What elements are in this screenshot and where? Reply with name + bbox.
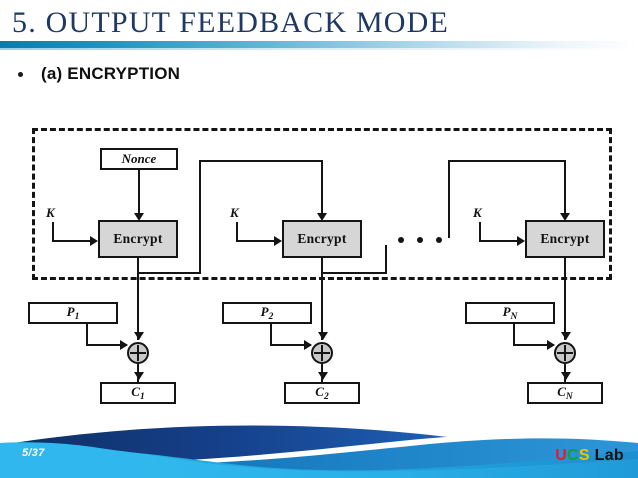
encrypt-block-n: Encrypt: [525, 220, 605, 258]
encrypt2-output-down-line: [321, 258, 323, 340]
key2-arrow: [274, 236, 282, 246]
keyN-arrow: [517, 236, 525, 246]
p1-down-line: [86, 324, 88, 346]
bullet-dot-icon: [18, 71, 23, 77]
keystream1-to-xor-arrow: [134, 332, 144, 340]
keyN-horizontal-line: [479, 240, 519, 242]
encrypt2-feedback-h-low: [321, 272, 387, 274]
page-title: 5. OUTPUT FEEDBACK MODE: [12, 6, 450, 39]
xor-gate-2: [311, 342, 333, 364]
encrypt-block-2: Encrypt: [282, 220, 362, 258]
feedback-to-encryptN-h: [448, 160, 566, 162]
xor-gate-n: [554, 342, 576, 364]
feedback-from-prior-v: [448, 160, 450, 238]
key-label-n: K: [473, 205, 482, 220]
logo-letter-u: U: [555, 447, 568, 464]
feedback-into-encrypt2-v: [321, 160, 323, 215]
xor2-to-c2-arrow: [318, 372, 328, 380]
xorn-to-cn-arrow: [561, 372, 571, 380]
ciphertext-block-n: CN: [527, 382, 603, 404]
keystreamN-to-xor-arrow: [561, 332, 571, 340]
key1-horizontal-line: [52, 240, 92, 242]
logo-letter-s: S: [578, 447, 590, 464]
page-number: 5/37: [22, 447, 45, 459]
nonce-block: Nonce: [100, 148, 178, 170]
encrypt1-feedback-v: [199, 160, 201, 274]
key1-arrow: [90, 236, 98, 246]
key-label-1: K: [46, 205, 55, 220]
plaintext-block-1: P1: [28, 302, 118, 324]
nonce-to-encrypt1-line: [138, 170, 140, 215]
wave-cyan-band: [0, 443, 638, 478]
keystream2-to-xor-arrow: [318, 332, 328, 340]
ciphertext-block-2: C2: [284, 382, 360, 404]
nonce-to-encrypt1-arrow: [134, 213, 144, 221]
pn-to-xor-line: [513, 344, 554, 346]
ofb-encryption-diagram: Nonce K Encrypt K Encrypt: [0, 110, 638, 410]
wave-svg: [0, 425, 638, 478]
key2-vertical-line: [236, 222, 238, 242]
feedback-into-encrypt2-arrow: [317, 213, 327, 221]
encrypt1-feedback-h-high: [199, 160, 323, 162]
ciphertext-block-1: C1: [100, 382, 176, 404]
pn-to-xor-arrow: [547, 340, 555, 350]
p1-to-xor-line: [86, 344, 127, 346]
title-divider-highlight: [0, 48, 638, 50]
wave-pagenum-tab: [0, 442, 150, 478]
encrypt1-output-down-line: [137, 258, 139, 340]
title-divider: [0, 41, 638, 48]
ellipsis-dots-icon: [398, 237, 442, 243]
p2-to-xor-arrow: [304, 340, 312, 350]
key2-horizontal-line: [236, 240, 276, 242]
plaintext-block-2: P2: [222, 302, 312, 324]
xor-gate-1: [127, 342, 149, 364]
encrypt2-feedback-v: [385, 245, 387, 274]
encrypt1-feedback-h-low: [137, 272, 201, 274]
logo-word-lab: Lab: [594, 447, 624, 464]
feedback-into-encryptN-arrow: [560, 213, 570, 221]
bullet-item-label: (a) ENCRYPTION: [41, 64, 181, 83]
p2-to-xor-line: [270, 344, 311, 346]
p2-down-line: [270, 324, 272, 346]
logo-letter-c: C: [567, 447, 579, 464]
plaintext-block-n: PN: [465, 302, 555, 324]
keyN-vertical-line: [479, 222, 481, 242]
key-label-2: K: [230, 205, 239, 220]
ucs-lab-logo: UCS Lab: [555, 447, 624, 465]
encrypt-block-1: Encrypt: [98, 220, 178, 258]
xor1-to-c1-arrow: [134, 372, 144, 380]
footer-wave-graphic: [0, 415, 638, 478]
pn-down-line: [513, 324, 515, 346]
feedback-into-encryptN-v: [564, 160, 566, 215]
key1-vertical-line: [52, 222, 54, 242]
p1-to-xor-arrow: [120, 340, 128, 350]
bullet-list-item: (a) ENCRYPTION: [18, 64, 180, 84]
encryptN-output-down-line: [564, 258, 566, 340]
